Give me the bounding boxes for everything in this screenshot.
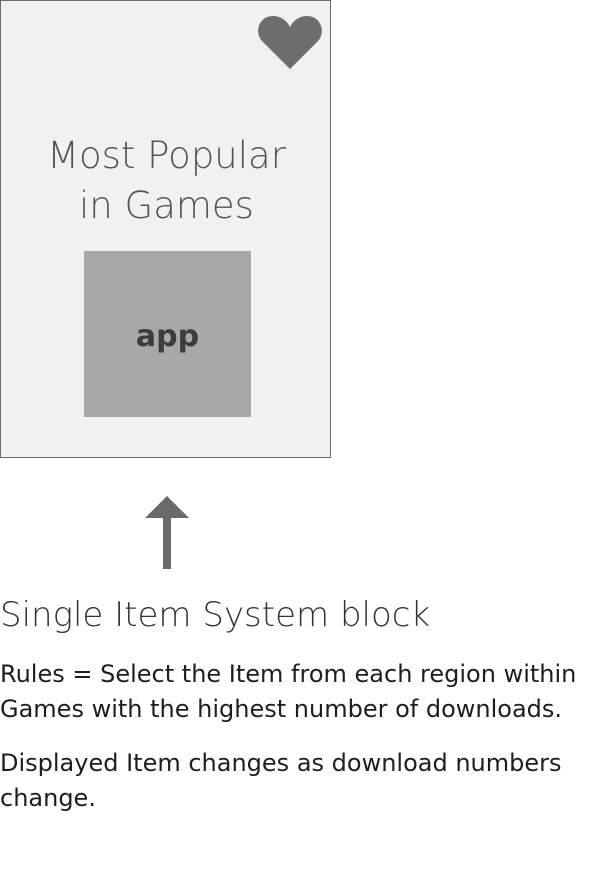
card-title-line-2: in Games: [79, 184, 254, 227]
note-text: Displayed Item changes as download numbe…: [0, 749, 562, 812]
annotation-title: Single Item System block: [0, 595, 431, 635]
card-title-line-1: Most Popular: [47, 134, 286, 177]
annotation-notes: Rules = Select the Item from each region…: [0, 657, 590, 816]
arrow-up-icon: [145, 496, 189, 569]
app-thumbnail[interactable]: app: [84, 251, 251, 417]
rules-text: Rules = Select the Item from each region…: [0, 660, 577, 723]
app-label: app: [135, 318, 200, 354]
card-title: Most Popular in Games: [1, 131, 332, 231]
heart-icon[interactable]: [258, 13, 322, 71]
popular-games-card[interactable]: Most Popular in Games app: [0, 0, 331, 458]
